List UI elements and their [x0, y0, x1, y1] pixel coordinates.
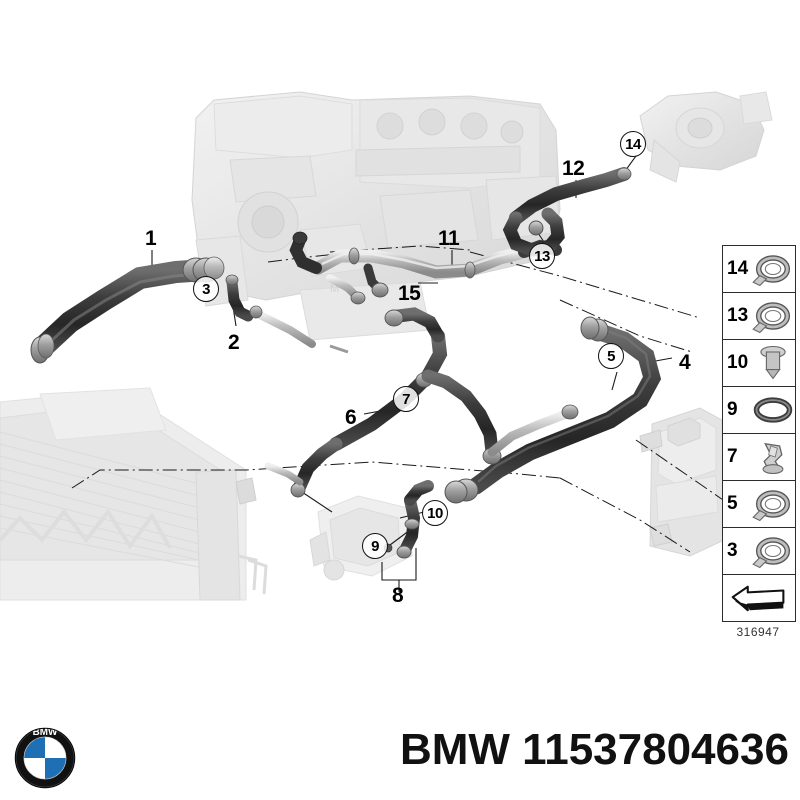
hose-2-bleed-hose: [225, 274, 254, 322]
arrow-icon: [723, 575, 795, 621]
clamp-icon: [751, 246, 795, 292]
legend-number: 7: [727, 446, 738, 467]
legend-panel: 14 13 10 9 7 5 3: [722, 245, 796, 622]
hose-6-return-line: [290, 307, 579, 498]
legend-number: 9: [727, 399, 738, 420]
legend-row-14[interactable]: 14: [723, 246, 795, 293]
callout-11[interactable]: 11: [438, 227, 460, 250]
hose-4-expansion-tank-line: [444, 316, 662, 504]
collar: [30, 256, 225, 364]
callout-14[interactable]: 14: [620, 131, 646, 157]
legend-number: 10: [727, 352, 749, 373]
svg-text:BMW: BMW: [33, 727, 58, 738]
ghost-oil-cooler: [309, 495, 413, 581]
legend-number: 13: [727, 305, 749, 326]
clamp-icon: [751, 528, 795, 574]
callout-1[interactable]: 1: [145, 227, 157, 250]
bmw-roundel-logo: BMW: [14, 727, 76, 789]
callout-4[interactable]: 4: [679, 351, 691, 374]
ghost-turbocharger: [639, 91, 773, 183]
drawing-number: 316947: [736, 625, 780, 639]
legend-number: 14: [727, 258, 749, 279]
ghost-radiator: [0, 387, 268, 601]
callout-10[interactable]: 10: [422, 500, 448, 526]
legend-number: 5: [727, 493, 738, 514]
legend-row-5[interactable]: 5: [723, 481, 795, 528]
misc-pipes: [249, 305, 349, 486]
legend-row-arrow[interactable]: [723, 575, 795, 621]
legend-row-10[interactable]: 10: [723, 340, 795, 387]
callout-7[interactable]: 7: [393, 386, 419, 412]
clamp-icon: [751, 481, 795, 527]
legend-row-7[interactable]: 7: [723, 434, 795, 481]
callout-13[interactable]: 13: [529, 243, 555, 269]
bolt-icon: [751, 340, 795, 386]
callout-9[interactable]: 9: [362, 533, 388, 559]
legend-row-3[interactable]: 3: [723, 528, 795, 575]
clamp-icon: [751, 293, 795, 339]
legend-row-9[interactable]: 9: [723, 387, 795, 434]
svg-text:M: M: [330, 283, 339, 295]
callout-15[interactable]: 15: [398, 282, 421, 305]
callout-2[interactable]: 2: [228, 331, 240, 354]
footer-part-number: BMW 11537804636: [400, 725, 789, 774]
legend-row-13[interactable]: 13: [723, 293, 795, 340]
callout-6[interactable]: 6: [345, 406, 357, 429]
callout-5[interactable]: 5: [598, 343, 624, 369]
ghost-engine-block: M: [191, 91, 561, 341]
legend-number: 3: [727, 540, 738, 561]
callout-12[interactable]: 12: [562, 157, 585, 180]
ghost-expansion-tank: [639, 407, 725, 557]
hose-1-radiator-upper: [30, 256, 225, 364]
callout-8[interactable]: 8: [392, 584, 404, 607]
callout-3[interactable]: 3: [193, 276, 219, 302]
clip-icon: [751, 434, 795, 480]
oring-icon: [751, 387, 795, 433]
